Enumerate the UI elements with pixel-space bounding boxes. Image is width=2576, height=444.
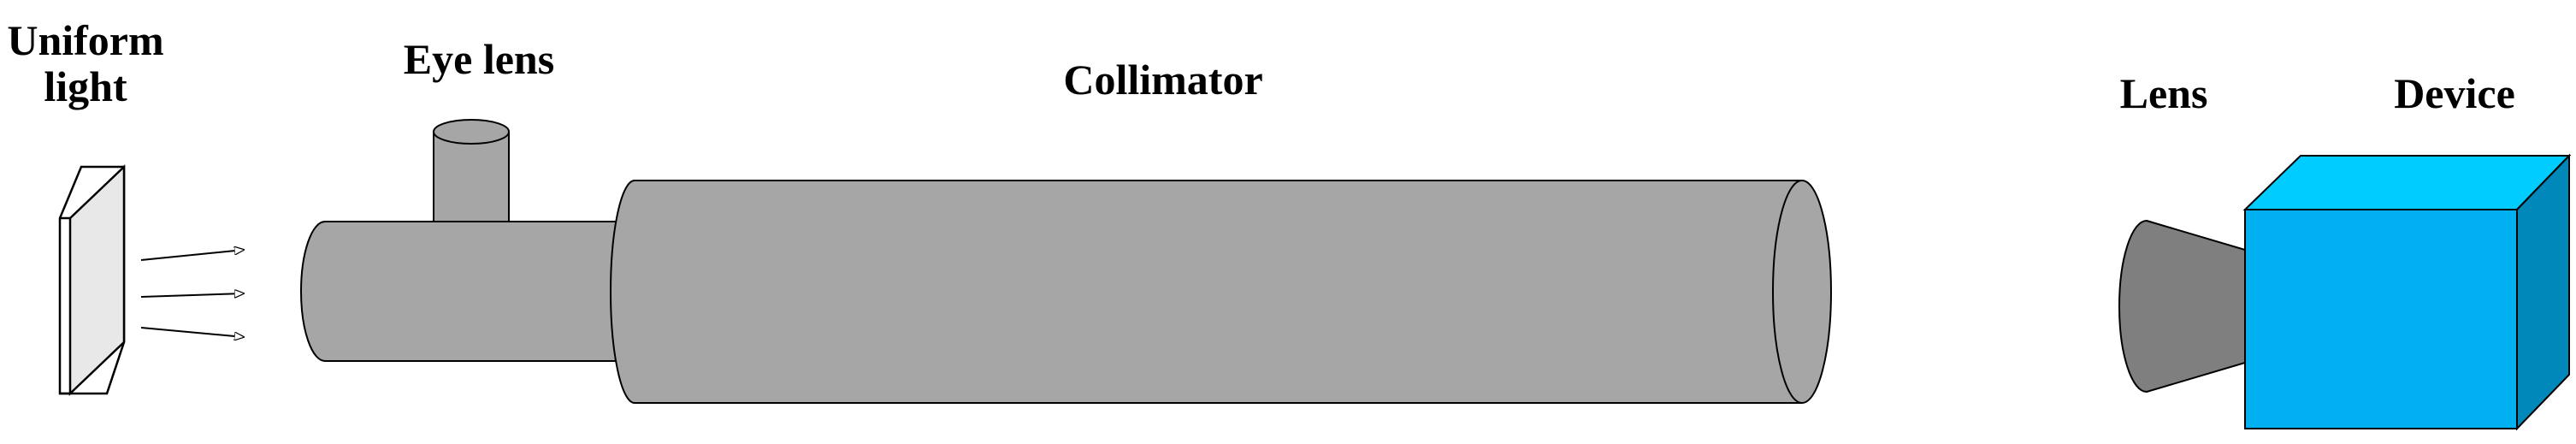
eye-lens-label: Eye lens [403,35,555,83]
camera-lens [2118,219,2246,394]
lens-label: Lens [2119,69,2208,117]
eyepiece-tube [300,221,642,362]
device-label: Device [2394,69,2515,117]
uniform-light-label: Uniform light [0,17,171,110]
light-ray-arrow [140,250,244,261]
collimator-tube [610,180,1832,404]
device-cube [2242,153,2572,431]
collimator-label: Collimator [1063,56,1263,104]
uniform-light-label-line1: Uniform [7,16,164,64]
uniform-light-label-line2: light [44,62,127,110]
eye-lens-tube [433,119,510,226]
uniform-light-panel [58,164,126,396]
light-rays [140,250,244,337]
light-ray-arrow [140,327,244,337]
light-ray-arrow [140,293,244,297]
